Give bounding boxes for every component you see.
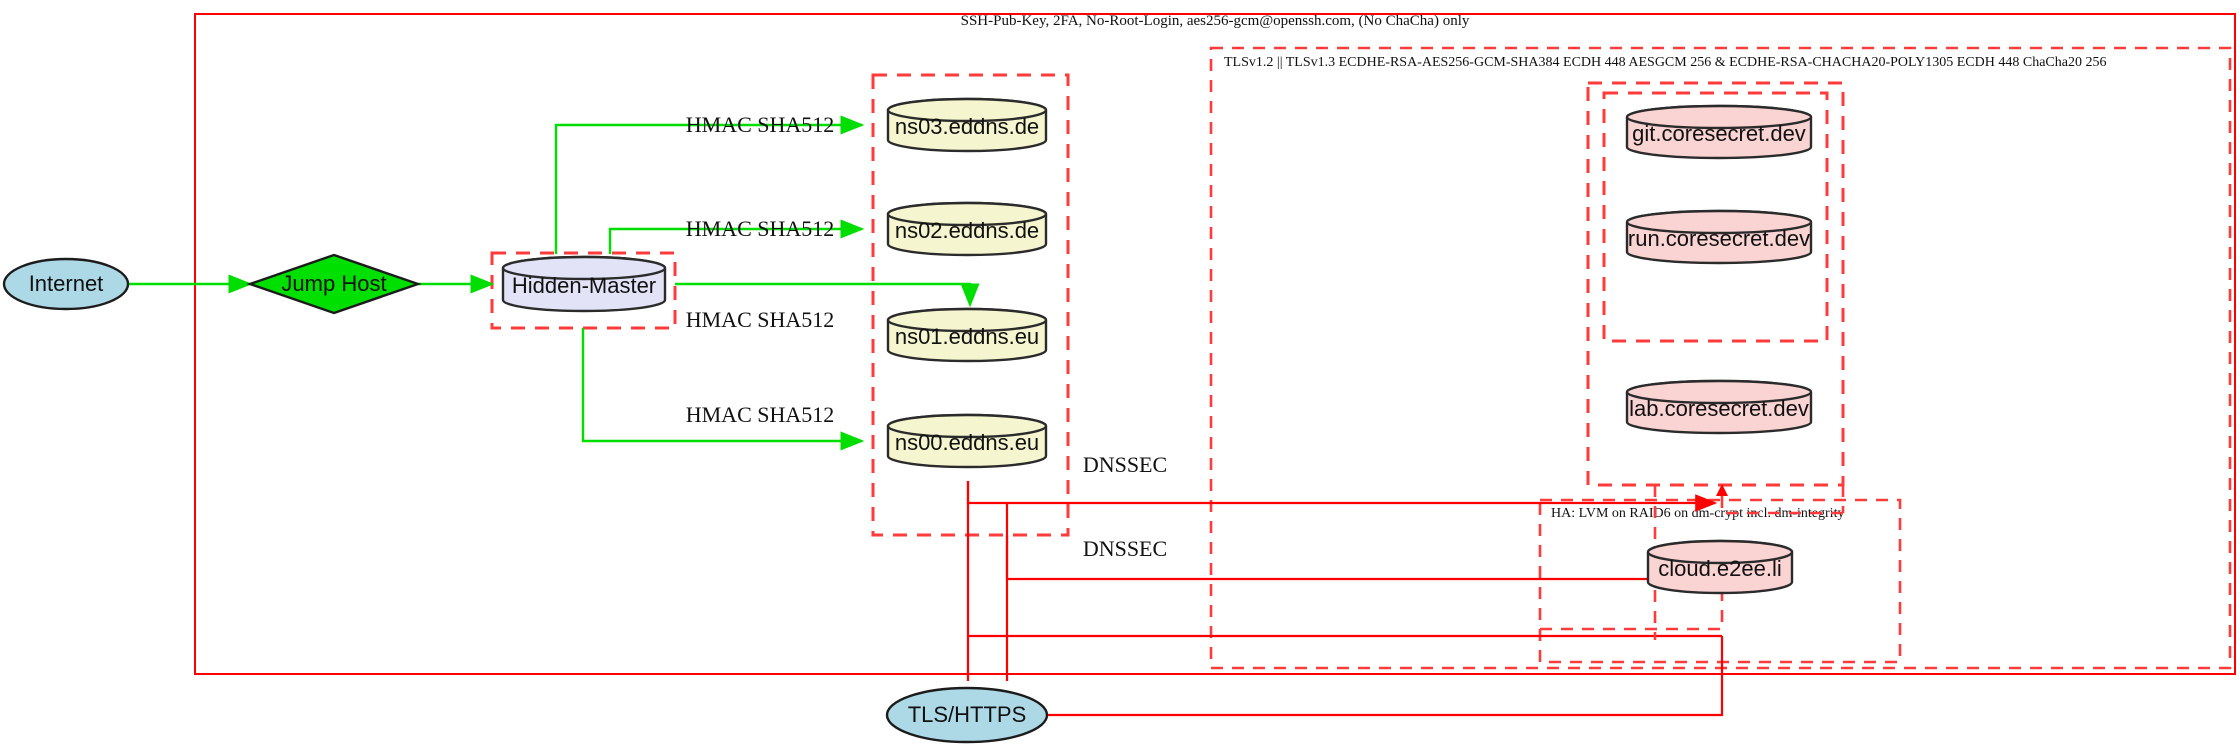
cluster-ha <box>1538 498 1902 664</box>
arrowhead-coresecret-in <box>1716 484 1728 496</box>
cluster-coresecret-outer <box>1586 81 1845 487</box>
edge-master-to-ns01 <box>675 282 980 308</box>
node-ns00-label: ns00.eddns.eu <box>895 430 1039 455</box>
edge-tlshttps-right <box>1047 636 1724 717</box>
node-ns02[interactable]: ns02.eddns.de <box>886 201 1048 257</box>
node-cloud-e2ee[interactable]: cloud.e2ee.li <box>1646 539 1794 595</box>
node-hidden-master[interactable]: Hidden-Master <box>501 255 667 313</box>
node-jump-host[interactable]: Jump Host <box>246 253 422 315</box>
node-hidden-master-label: Hidden-Master <box>512 273 656 298</box>
cluster-tls-outer-label: TLSv1.2 || TLSv1.3 ECDHE-RSA-AES256-GCM-… <box>1224 55 2106 70</box>
edge-ha-dashed-lower <box>1540 590 1724 631</box>
edge-label-dnssec-lower: DNSSEC <box>1083 536 1167 561</box>
node-lab-coresecret-label: lab.coresecret.dev <box>1629 396 1809 421</box>
node-cloud-e2ee-label: cloud.e2ee.li <box>1658 556 1782 581</box>
node-tls-https[interactable]: TLS/HTTPS <box>885 686 1049 744</box>
edge-ha-dashed-upper <box>1720 496 1843 515</box>
edge-label-hmac-ns00: HMAC SHA512 <box>686 402 835 427</box>
node-run-coresecret[interactable]: run.coresecret.dev <box>1625 209 1813 265</box>
cluster-ssh-outer-label: SSH-Pub-Key, 2FA, No-Root-Login, aes256-… <box>961 13 1470 29</box>
node-ns01-label: ns01.eddns.eu <box>895 324 1039 349</box>
node-ns03-label: ns03.eddns.de <box>895 114 1039 139</box>
cluster-tls-outer <box>1209 46 2232 670</box>
edge-label-hmac-ns01: HMAC SHA512 <box>686 307 835 332</box>
cluster-ssh-outer <box>194 13 2236 675</box>
node-ns00[interactable]: ns00.eddns.eu <box>886 413 1048 469</box>
edge-master-to-ns00 <box>581 328 865 451</box>
edge-master-to-ns03 <box>554 115 865 254</box>
cluster-coresecret-inner <box>1602 91 1829 343</box>
node-ns02-label: ns02.eddns.de <box>895 218 1039 243</box>
node-internet[interactable]: Internet <box>2 257 130 311</box>
node-internet-label: Internet <box>29 271 104 296</box>
node-git-coresecret[interactable]: git.coresecret.dev <box>1625 104 1813 160</box>
node-ns03[interactable]: ns03.eddns.de <box>886 97 1048 153</box>
node-git-coresecret-label: git.coresecret.dev <box>1632 121 1806 146</box>
edge-label-dnssec-upper: DNSSEC <box>1083 452 1167 477</box>
cluster-dns-servers <box>871 73 1070 537</box>
node-run-coresecret-label: run.coresecret.dev <box>1628 226 1810 251</box>
edge-label-hmac-ns03: HMAC SHA512 <box>686 112 835 137</box>
cluster-ha-label: HA: LVM on RAID6 on dm-crypt incl. dm-in… <box>1551 506 1844 521</box>
edge-label-hmac-ns02: HMAC SHA512 <box>686 216 835 241</box>
node-lab-coresecret[interactable]: lab.coresecret.dev <box>1625 379 1813 435</box>
edge-master-to-ns02 <box>608 219 865 254</box>
node-jump-host-label: Jump Host <box>281 271 386 296</box>
node-ns01[interactable]: ns01.eddns.eu <box>886 307 1048 363</box>
node-tls-https-label: TLS/HTTPS <box>908 702 1027 727</box>
